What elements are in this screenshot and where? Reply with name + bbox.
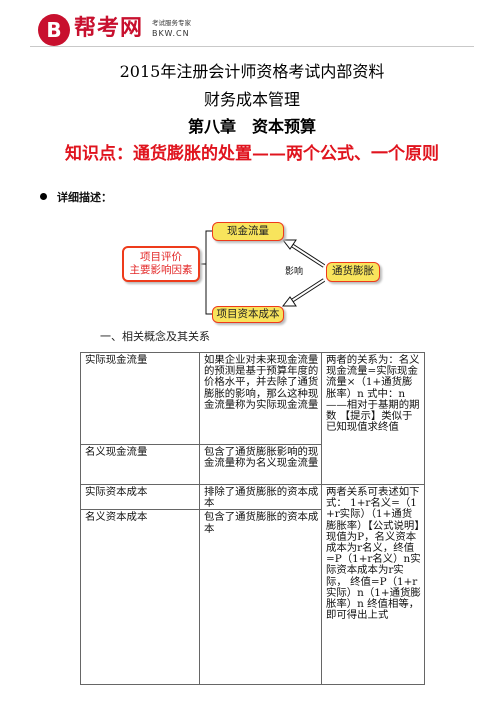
document-title: 2015年注册会计师资格考试内部资料 (119, 62, 385, 81)
connector-to-capital-cost (205, 264, 212, 315)
subject-title: 财务成本管理 (203, 90, 300, 109)
term-nominal-cash-flow: 名义现金流量 (80, 444, 200, 485)
arrow-up-icon (281, 239, 297, 250)
bullet-icon (40, 193, 47, 200)
chapter-title: 第八章 资本预算 (187, 117, 316, 136)
term-real-cash-flow: 实际现金流量 (80, 352, 200, 445)
factor-diagram: 项目评价 主要影响因素 现金流量 项目资本成本 通货膨胀 影响 (112, 214, 384, 324)
connector-to-cash-flow (200, 230, 212, 265)
knowledge-point-heading: 知识点：通货膨胀的处置——两个公式、一个原则 (65, 144, 439, 164)
term-real-capital-cost: 实际资本成本 (80, 483, 200, 511)
logo-mark-icon: B (38, 14, 70, 46)
project-evaluation-box: 项目评价 主要影响因素 (122, 246, 200, 282)
diagram-connectors (200, 230, 326, 315)
inflation-box: 通货膨胀 (326, 262, 380, 282)
project-evaluation-line1: 项目评价 (140, 251, 182, 263)
definition-real-cash-flow: 如果企业对未来现金流量的预测是基于预算年度的价格水平，并去除了通货膨胀的影响，那… (199, 352, 322, 445)
arrow-down-icon (281, 296, 297, 307)
cash-flow-box: 现金流量 (212, 222, 284, 241)
term-nominal-capital-cost: 名义资本成本 (80, 509, 200, 685)
influence-label: 影响 (285, 267, 304, 277)
detail-heading: 详细描述： (40, 191, 112, 205)
project-evaluation-line2: 主要影响因素 (129, 264, 193, 276)
table-row: 实际资本成本 排除了通货膨胀的资本成本 两者关系可表述如下式： 1+r名义=（1… (80, 483, 425, 685)
logo-domain: BKW.CN (152, 29, 190, 38)
relation-capital-cost: 两者关系可表述如下式： 1+r名义=（1+r实际）（1+通货膨胀率）【公式说明】… (321, 484, 425, 685)
site-logo: B 帮考网 考试服务专家 BKW.CN (38, 14, 191, 50)
relation-cash-flow: 两者的关系为：名义现金流量=实际现金流量×（1+通货膨胀率）n 式中：n——相对… (321, 352, 425, 485)
header-divider (30, 46, 474, 47)
table-row: 名义资本成本 包含了通货膨胀的资本成本 (80, 509, 425, 685)
concept-table: 实际现金流量 如果企业对未来现金流量的预测是基于预算年度的价格水平，并去除了通货… (80, 352, 425, 685)
capital-cost-box: 项目资本成本 (212, 306, 284, 323)
logo-name: 帮考网 (74, 16, 144, 41)
table-row: 实际现金流量 如果企业对未来现金流量的预测是基于预算年度的价格水平，并去除了通货… (80, 352, 425, 485)
section-heading: 一、相关概念及其关系 (100, 330, 210, 343)
table-row: 名义现金流量 包含了通货膨胀影响的现金流量称为名义现金流量 (80, 444, 425, 485)
definition-nominal-cash-flow: 包含了通货膨胀影响的现金流量称为名义现金流量 (199, 444, 322, 485)
logo-slogan: 考试服务专家 (152, 19, 191, 27)
detail-label: 详细描述： (57, 191, 112, 204)
definition-real-capital-cost: 排除了通货膨胀的资本成本 (199, 483, 322, 511)
definition-nominal-capital-cost: 包含了通货膨胀的资本成本 (199, 509, 322, 685)
